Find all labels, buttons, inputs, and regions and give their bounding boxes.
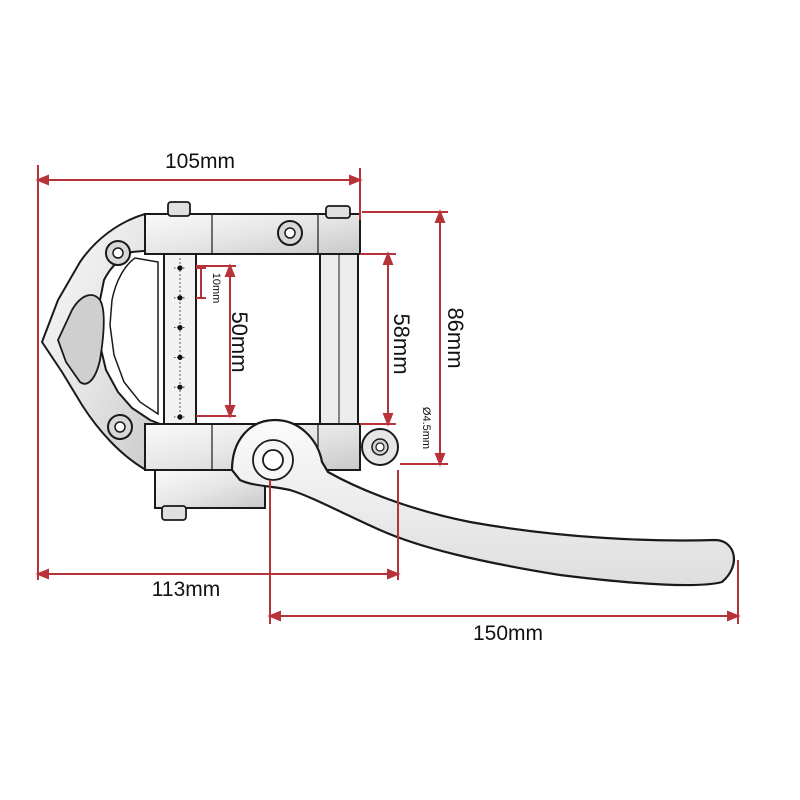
string-hole xyxy=(177,354,183,360)
dimension-lines xyxy=(35,165,741,624)
label-bar-length: 58mm xyxy=(389,313,414,374)
label-overall-width: 105mm xyxy=(165,150,235,173)
top-crossbar xyxy=(144,213,361,255)
label-overall-height: 86mm xyxy=(443,307,468,368)
string-holes xyxy=(174,258,186,420)
teardrop-recess xyxy=(57,294,105,385)
top-right-cap xyxy=(325,205,351,219)
string-hole xyxy=(177,414,183,420)
arm-pivot xyxy=(252,439,294,481)
mount-hole-top-center xyxy=(277,220,303,246)
label-string-span: 50mm xyxy=(227,311,252,372)
string-hole xyxy=(177,325,183,331)
mount-hole-bottom-left xyxy=(107,414,133,440)
string-hole xyxy=(177,384,183,390)
label-arm-length: 150mm xyxy=(473,622,543,645)
lower-screw-cap xyxy=(161,505,187,521)
mount-hole-bottom-right xyxy=(361,428,399,466)
tremolo-body xyxy=(40,201,735,587)
mount-hole-top-left xyxy=(105,240,131,266)
frame-inner-cutout xyxy=(109,257,159,416)
string-hole xyxy=(177,265,183,271)
string-hole xyxy=(177,295,183,301)
label-string-spacing: 10mm xyxy=(210,273,222,304)
tremolo-arm xyxy=(230,418,735,587)
label-mount-width: 113mm xyxy=(152,578,220,601)
top-left-cap xyxy=(167,201,191,217)
label-hole-diameter: Ø4.5mm xyxy=(420,407,432,449)
frame-outline xyxy=(40,213,161,471)
